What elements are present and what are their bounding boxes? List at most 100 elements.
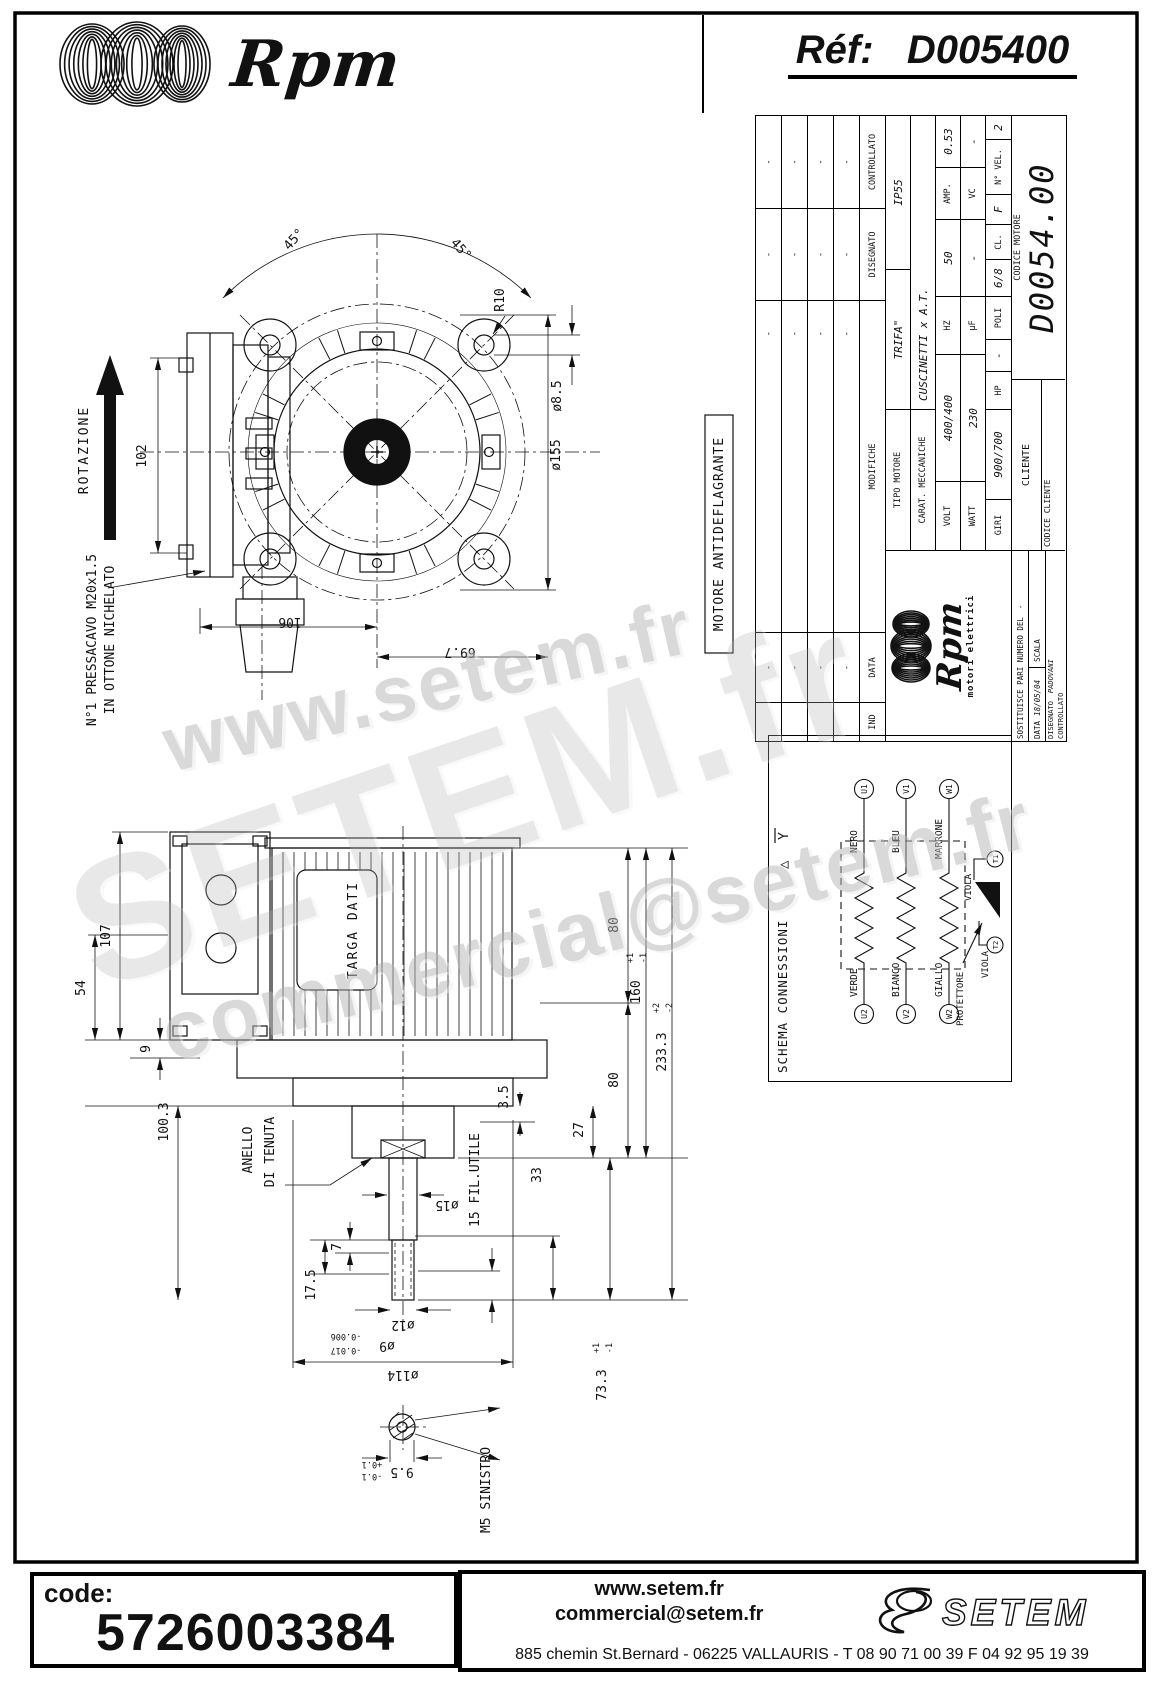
dim-45-right: 45° xyxy=(447,236,474,263)
dim-9-5: 9.5 xyxy=(390,1464,413,1479)
wire-viola-2: VIOLA xyxy=(981,950,991,978)
protezione-value: IP55 xyxy=(886,116,910,270)
terminal-w1: W1 xyxy=(945,784,954,794)
wire-nero: NERO xyxy=(849,830,860,853)
carat-value: CUSCINETTI x A.T. xyxy=(911,116,935,410)
codice-motore-label: CODICE MOTORE xyxy=(1013,214,1023,281)
amp-value: 0.53 xyxy=(936,116,960,168)
ref-label: Réf: xyxy=(795,28,874,72)
hp-value: - xyxy=(986,340,1011,372)
reference-box: Réf: D005400 xyxy=(740,28,1125,79)
front-side-view xyxy=(178,318,511,673)
rev-cell: - xyxy=(834,116,859,209)
volt-label: VOLT xyxy=(943,505,953,527)
tipo-motore-label: TIPO MOTORE xyxy=(893,451,903,509)
antideflagrante-label: MOTORE ANTIDEFLAGRANTE xyxy=(712,437,727,631)
protettore-label: PROTETTORE xyxy=(956,972,966,1026)
rev-cell: - xyxy=(782,301,807,633)
dim-17-5: 17.5 xyxy=(304,1269,319,1300)
dim-80-upper: 80 xyxy=(607,917,622,933)
cliente-label: CLIENTE xyxy=(1012,380,1042,550)
vc-value: - xyxy=(961,116,985,168)
setem-logo: SETEM xyxy=(856,1574,1142,1646)
rev-cell: - xyxy=(782,209,807,301)
tol-d9-lower: -0.017 xyxy=(331,1345,362,1355)
watt-value: 230 xyxy=(961,355,985,482)
dim-9: 9 xyxy=(139,1045,154,1053)
rev-cell: - xyxy=(834,633,859,703)
rev-cell: - xyxy=(782,116,807,209)
setem-swoosh-icon: SETEM xyxy=(878,1587,1089,1634)
dim-160: 160 xyxy=(629,980,644,1003)
dim-100-3: 100.3 xyxy=(157,1102,172,1141)
dim-7: 7 xyxy=(330,1243,345,1251)
codice-cliente-label: CODICE CLIENTE xyxy=(1043,479,1052,547)
dim-107: 107 xyxy=(99,924,114,947)
protector-symbol xyxy=(975,882,1000,918)
sostituisce-value: - xyxy=(1015,604,1025,610)
controllato-label: CONTROLLATO xyxy=(1056,692,1065,739)
lateral-view xyxy=(169,831,548,1441)
pressacavo-line1: N°1 PRESSACAVO M20x1.5 xyxy=(85,554,100,726)
rev-header-modifiche: MODIFICHE xyxy=(860,301,885,633)
amp-label: AMP. xyxy=(936,168,960,220)
disegnato-value: PADOVANI xyxy=(1047,659,1055,694)
dim-73-3: 73.3 xyxy=(595,1369,610,1400)
dim-45-left: 45° xyxy=(281,226,308,253)
footer-website: www.setem.fr xyxy=(594,1578,724,1600)
view1-centerlines xyxy=(140,234,600,700)
footer-address: 885 chemin St.Bernard - 06225 VALLAURIS … xyxy=(515,1646,1089,1663)
dim-r10: R10 xyxy=(493,288,508,311)
vc-label: VC xyxy=(961,168,985,220)
rev-header-disegnato: DISEGNATO xyxy=(860,209,885,301)
disegnato-label: DISEGNATO xyxy=(1047,701,1055,739)
connection-schema: SCHEMA CONNESSIONI △ Y U2 V2 W2 U1 xyxy=(768,735,1012,1082)
sheet-frame xyxy=(13,11,1139,1564)
revision-table: - - - - - - - - - - - - - - xyxy=(756,116,886,741)
rotation-arrow-icon xyxy=(96,355,124,540)
setem-logo-text: SETEM xyxy=(942,1592,1089,1633)
view2-dimensions xyxy=(85,831,688,1462)
dim-d15: ø15 xyxy=(435,1197,458,1212)
cl-label: CL. xyxy=(986,225,1011,260)
title-block-logo: Rpm motori elettrici xyxy=(886,550,1011,741)
terminal-w2: W2 xyxy=(945,1009,954,1019)
tol-73-plus: +1 xyxy=(592,1343,602,1353)
tb-rpm-text: Rpm xyxy=(930,599,970,693)
view2-centerlines xyxy=(380,826,426,1450)
schema-canvas: SCHEMA CONNESSIONI △ Y U2 V2 W2 U1 xyxy=(774,778,1004,1073)
data-label: DATA xyxy=(1032,720,1042,739)
code-label: code: xyxy=(44,1578,114,1608)
carat-label: CARAT. MECCANICHE xyxy=(918,436,928,524)
view1-dimensions xyxy=(107,233,580,661)
rpm-coils-icon xyxy=(59,21,211,107)
dim-d12: ø12 xyxy=(391,1317,414,1332)
dim-3-5: 3.5 xyxy=(497,1085,512,1108)
schema-title: SCHEMA CONNESSIONI xyxy=(775,920,790,1073)
poli-value: 6/8 xyxy=(986,260,1011,297)
wire-bianco: BIANCO xyxy=(891,962,902,997)
terminal-t1: T1 xyxy=(992,855,1000,863)
terminal-v1: V1 xyxy=(902,784,911,794)
rev-cell: - xyxy=(756,209,781,301)
m5-sinistro-label: M5 SINISTRO xyxy=(479,1447,494,1533)
uf-label: µF xyxy=(961,297,985,355)
wire-verde: VERDE xyxy=(849,968,860,997)
tol-9-5-minus: -0.1 xyxy=(362,1471,382,1481)
rev-cell: - xyxy=(808,116,833,209)
codice-motore-value: D0054.00 xyxy=(1023,162,1061,333)
tol-73-minus: -1 xyxy=(605,1343,615,1353)
rev-header-data: DATA xyxy=(860,633,885,703)
dim-33: 33 xyxy=(530,1167,545,1183)
tol-233-minus: -2 xyxy=(665,1003,675,1013)
poli-label: POLI xyxy=(986,297,1011,340)
footer-email: commercial@setem.fr xyxy=(554,1603,764,1625)
dim-233-3: 233.3 xyxy=(655,1032,670,1071)
tb-codice-motore: CODICE MOTORE D0054.00 xyxy=(1012,116,1065,379)
wire-viola-1: VIOLA xyxy=(964,873,974,901)
antideflagrante-box xyxy=(704,414,734,654)
ref-value: D005400 xyxy=(906,28,1070,72)
dim-d9-shaft: ø9 xyxy=(379,1338,395,1353)
fil-utile-label: 15 FIL.UTILE xyxy=(468,1133,483,1227)
tb-cliente: CLIENTE CODICE CLIENTE xyxy=(1012,379,1065,550)
